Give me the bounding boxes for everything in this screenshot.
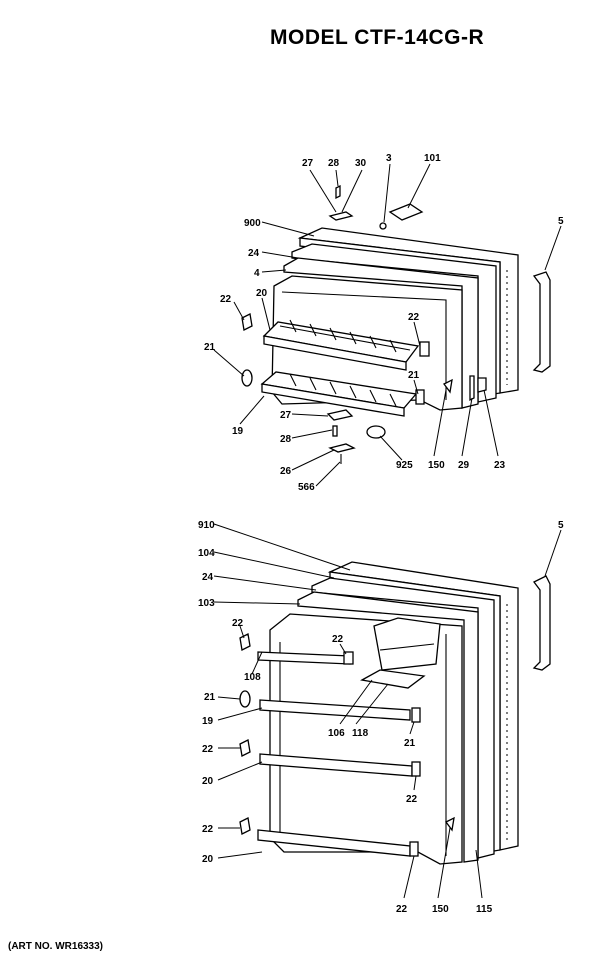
- freezer-part-29: [469, 375, 475, 402]
- label-28-lower: 28: [280, 434, 292, 445]
- fresh-food-butter-door: [360, 669, 426, 689]
- label-22-fresh-e: 22: [202, 824, 214, 835]
- freezer-door-handle: [532, 271, 551, 373]
- label-26: 26: [280, 466, 292, 477]
- label-103: 103: [198, 598, 215, 609]
- label-118: 118: [352, 728, 369, 739]
- label-910: 910: [198, 520, 215, 531]
- freezer-shelf-clip-right: [415, 389, 425, 405]
- label-28: 28: [328, 158, 340, 169]
- fresh-food-endcap-21b: [411, 707, 421, 723]
- fresh-food-shelf-2: [259, 699, 411, 721]
- label-21-fresh-b: 21: [404, 738, 416, 749]
- label-101: 101: [424, 153, 441, 164]
- label-21-right: 21: [408, 370, 420, 381]
- fresh-food-leader-lines: [213, 523, 562, 899]
- label-22-fresh-f: 22: [396, 904, 408, 915]
- freezer-bushing-925: [366, 425, 386, 439]
- fresh-food-butter-compartment: [373, 617, 441, 671]
- fresh-food-clip-22b: [343, 651, 354, 665]
- label-22: 22: [220, 294, 232, 305]
- freezer-pin-28b: [332, 425, 338, 437]
- label-3: 3: [386, 153, 392, 164]
- label-900: 900: [244, 218, 261, 229]
- fresh-food-door-handle: [532, 575, 551, 671]
- label-21-fresh-a: 21: [204, 692, 216, 703]
- fresh-food-door-liner-outer: [297, 591, 479, 863]
- fresh-food-clip-22c: [239, 739, 251, 757]
- freezer-plug-3: [379, 222, 387, 230]
- label-20-fresh-b: 20: [202, 854, 214, 865]
- label-4: 4: [254, 268, 260, 279]
- label-29: 29: [458, 460, 470, 471]
- freezer-door-assembly: [213, 163, 562, 487]
- freezer-hinge-pin-28: [335, 184, 341, 200]
- label-115: 115: [476, 904, 493, 915]
- freezer-nameplate-101: [388, 203, 424, 221]
- label-27-lower: 27: [280, 410, 292, 421]
- label-19: 19: [232, 426, 244, 437]
- label-27: 27: [302, 158, 314, 169]
- model-title: MODEL CTF-14CG-R: [270, 26, 485, 49]
- label-22-fresh-a: 22: [232, 618, 244, 629]
- fresh-food-clip-22d: [411, 761, 421, 777]
- freezer-hinge-26: [328, 443, 356, 453]
- label-22-right: 22: [408, 312, 420, 323]
- label-20-fresh-a: 20: [202, 776, 214, 787]
- label-20: 20: [256, 288, 268, 299]
- label-23: 23: [494, 460, 506, 471]
- art-number: (ART NO. WR16333): [8, 941, 104, 952]
- freezer-hinge-cap-27b: [326, 409, 354, 421]
- label-5-lower: 5: [558, 520, 564, 531]
- freezer-clip-22-left: [241, 313, 253, 331]
- label-21: 21: [204, 342, 216, 353]
- label-925: 925: [396, 460, 413, 471]
- label-108: 108: [244, 672, 261, 683]
- freezer-stop-150: [443, 378, 453, 394]
- label-24: 24: [248, 248, 260, 259]
- fresh-food-clip-22f: [409, 841, 419, 857]
- fresh-food-stop-150: [445, 816, 455, 832]
- label-22-fresh-b: 22: [332, 634, 344, 645]
- freezer-lower-shelf-bar: [261, 383, 405, 417]
- freezer-shelf-support-right: [419, 341, 430, 357]
- label-19-fresh: 19: [202, 716, 214, 727]
- freezer-door-liner-outer: [283, 257, 479, 409]
- fresh-food-clip-22a: [239, 633, 251, 651]
- fresh-food-door-assembly: [213, 523, 562, 899]
- label-22-fresh-d: 22: [406, 794, 418, 805]
- label-22-fresh-c: 22: [202, 744, 214, 755]
- fresh-food-endcap-21a: [239, 690, 251, 708]
- label-30: 30: [355, 158, 367, 169]
- fresh-food-clip-22e: [239, 817, 251, 835]
- freezer-upper-shelf-bar: [263, 335, 407, 371]
- label-106: 106: [328, 728, 345, 739]
- freezer-hinge-cap-27: [328, 211, 354, 221]
- label-104: 104: [198, 548, 215, 559]
- label-150: 150: [428, 460, 445, 471]
- label-150-fresh: 150: [432, 904, 449, 915]
- freezer-endcap-21-left: [241, 369, 253, 387]
- label-5: 5: [558, 216, 564, 227]
- label-24-lower: 24: [202, 572, 214, 583]
- freezer-leader-lines: [213, 163, 562, 487]
- freezer-part-23: [477, 377, 487, 393]
- label-566: 566: [298, 482, 315, 493]
